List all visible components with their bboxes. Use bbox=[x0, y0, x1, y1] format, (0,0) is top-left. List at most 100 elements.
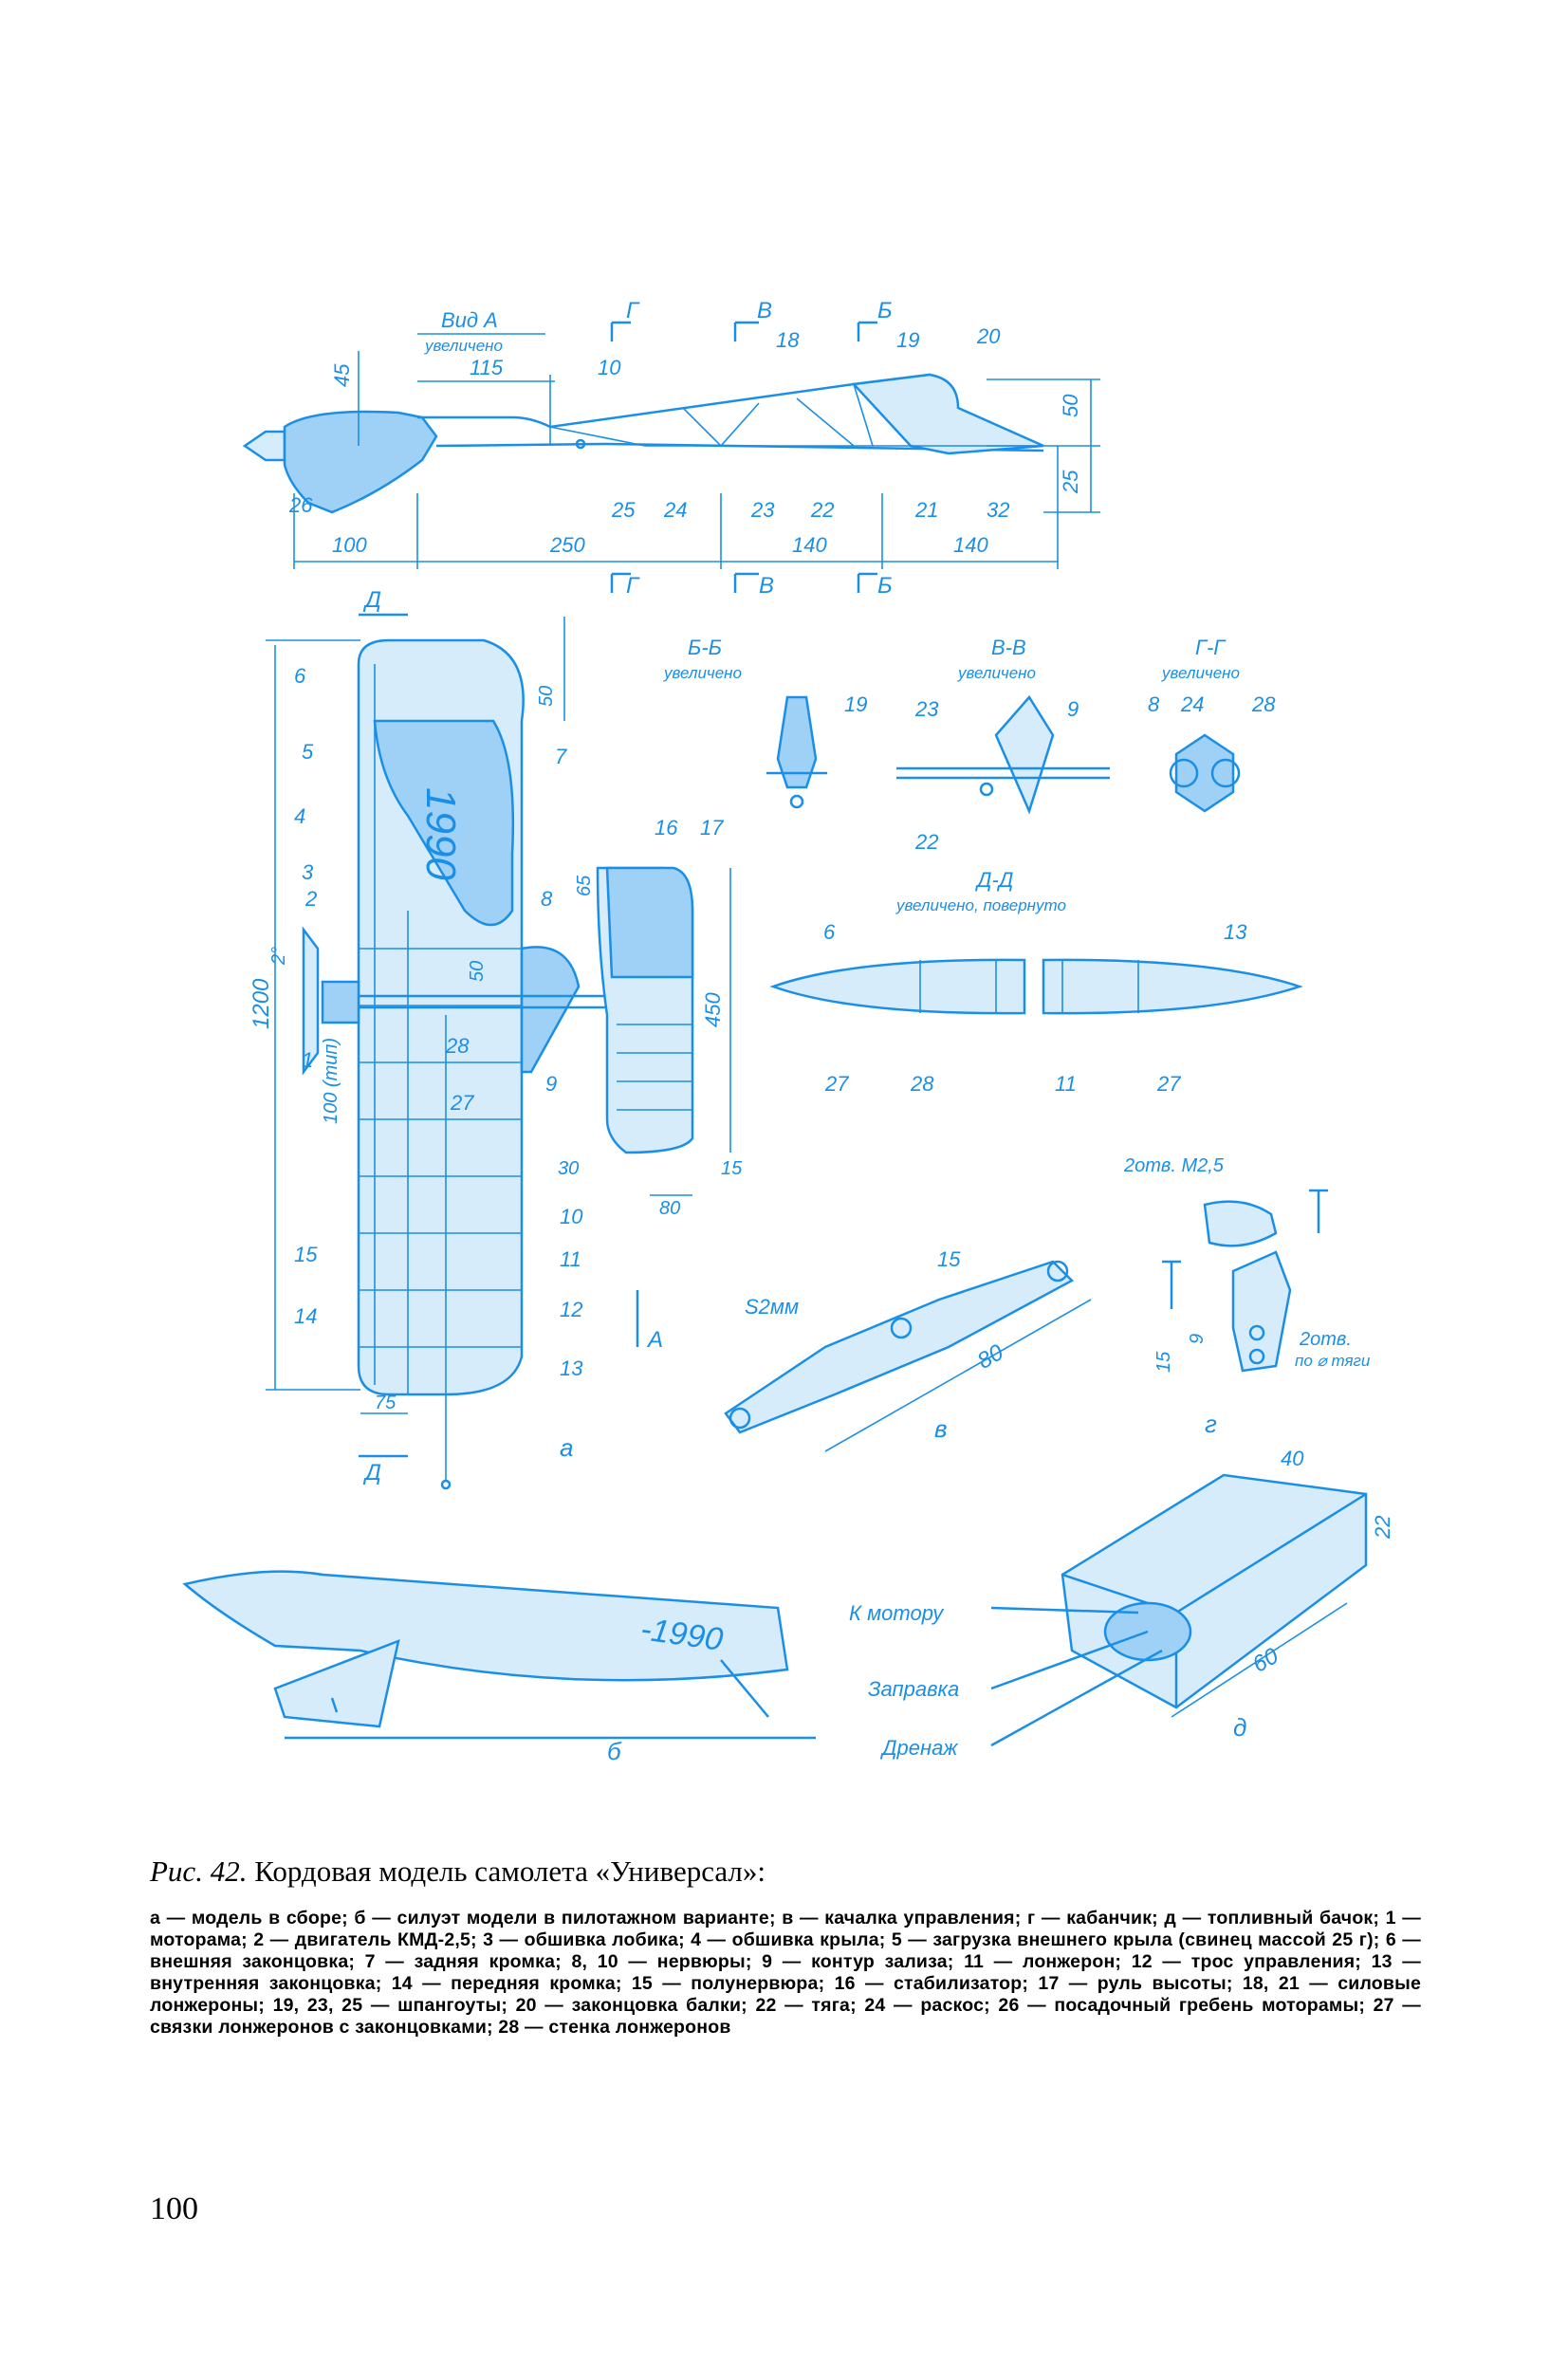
refuel-label: Заправка bbox=[868, 1677, 959, 1701]
section-gg: Г-Г увеличено 8 24 28 bbox=[1148, 636, 1276, 813]
callout-9-vv: 9 bbox=[1067, 697, 1079, 721]
sub-label-b: б bbox=[607, 1737, 622, 1765]
view-a-label: Вид А bbox=[441, 308, 498, 332]
callout-14: 14 bbox=[294, 1304, 317, 1328]
sub-label-d: д bbox=[1233, 1713, 1246, 1742]
callout-15: 15 bbox=[294, 1243, 318, 1266]
callout-16: 16 bbox=[655, 816, 678, 840]
bellcrank-drawing: S2мм 15 80 в bbox=[724, 1247, 1092, 1452]
callout-23-vv: 23 bbox=[914, 697, 939, 721]
callout-28-gg: 28 bbox=[1251, 692, 1276, 716]
sub-label-g: г bbox=[1205, 1410, 1217, 1438]
callout-8-gg: 8 bbox=[1148, 692, 1160, 716]
callout-3: 3 bbox=[302, 860, 314, 884]
callout-1: 1 bbox=[302, 1048, 313, 1072]
dim-50-side: 50 bbox=[1059, 394, 1082, 417]
section-bb-sub: увеличено bbox=[663, 664, 742, 682]
callout-6: 6 bbox=[294, 664, 306, 688]
dim-115: 115 bbox=[470, 356, 504, 379]
dim-45: 45 bbox=[330, 363, 354, 387]
callout-17: 17 bbox=[700, 816, 724, 840]
dim-10: 10 bbox=[598, 356, 621, 379]
section-vv: В-В увеличено 23 9 22 bbox=[896, 636, 1110, 854]
section-bb-label: Б-Б bbox=[688, 636, 722, 659]
callout-27-dd-b: 27 bbox=[1156, 1072, 1181, 1096]
callout-26: 26 bbox=[288, 493, 313, 517]
section-dd: Д-Д увеличено, повернуто 6 13 27 28 11 2… bbox=[769, 868, 1303, 1096]
dim-9: 9 bbox=[1187, 1334, 1208, 1344]
dim-80-plan: 80 bbox=[659, 1198, 680, 1219]
angle-2deg: 2° bbox=[268, 947, 289, 966]
sub-label-a: а bbox=[560, 1433, 573, 1462]
dim-100-side: 100 bbox=[332, 533, 367, 557]
callout-13-dd: 13 bbox=[1224, 920, 1247, 944]
callout-9: 9 bbox=[545, 1072, 557, 1096]
section-bb: Б-Б увеличено 19 bbox=[663, 636, 867, 809]
section-vv-label: В-В bbox=[991, 636, 1026, 659]
aerobatic-silhouette: -1990 б bbox=[182, 1570, 816, 1765]
marker-v-bottom: В bbox=[759, 573, 774, 599]
holes-m25-label: 2отв. М2,5 bbox=[1123, 1155, 1225, 1176]
holes-rod-label: 2отв. bbox=[1299, 1329, 1352, 1350]
dim-15-plan: 15 bbox=[721, 1158, 743, 1179]
sub-label-v: в bbox=[934, 1414, 948, 1443]
side-view-dimensions: 100 250 140 140 115 10 45 50 25 Вид А ув… bbox=[293, 298, 1100, 599]
dim-40: 40 bbox=[1281, 1447, 1304, 1470]
drain-label: Дренаж bbox=[879, 1736, 958, 1760]
callout-27-plan: 27 bbox=[450, 1091, 474, 1115]
section-dd-sub: увеличено, повернуто bbox=[895, 896, 1066, 914]
view-a-sub: увеличено bbox=[424, 337, 503, 355]
plan-view-wing bbox=[302, 638, 694, 1490]
callout-25: 25 bbox=[611, 498, 636, 522]
caption-title: Рис. 42. Кордовая модель самолета «Униве… bbox=[150, 1855, 1421, 1889]
dim-75: 75 bbox=[375, 1393, 397, 1413]
marker-g-bottom: Г bbox=[626, 573, 640, 599]
callout-4: 4 bbox=[294, 804, 305, 828]
fuel-tank-drawing: К мотору Заправка Дренаж 40 22 60 д bbox=[849, 1447, 1394, 1760]
callout-10: 10 bbox=[560, 1205, 583, 1228]
caption-title-text: Кордовая модель самолета «Универсал»: bbox=[254, 1855, 766, 1888]
callout-19-bb: 19 bbox=[844, 692, 867, 716]
dim-50-plan: 50 bbox=[536, 686, 557, 707]
plan-wing-1990: 1990 bbox=[417, 787, 464, 880]
callout-20: 20 bbox=[976, 324, 1001, 348]
dim-250-side: 250 bbox=[549, 533, 585, 557]
callout-18: 18 bbox=[776, 328, 800, 352]
callout-11-dd: 11 bbox=[1055, 1072, 1077, 1096]
callout-8: 8 bbox=[541, 887, 553, 911]
caption-prefix: Рис. 42. bbox=[150, 1855, 248, 1888]
callout-32: 32 bbox=[987, 498, 1009, 522]
side-view-fuselage bbox=[242, 373, 1044, 514]
dim-15-horn: 15 bbox=[1153, 1351, 1174, 1373]
callout-13: 13 bbox=[560, 1356, 583, 1380]
dim-80-bellcrank: 80 bbox=[973, 1339, 1008, 1375]
page-number: 100 bbox=[150, 2191, 198, 2226]
dim-450: 450 bbox=[701, 992, 725, 1027]
callout-28-dd: 28 bbox=[910, 1072, 934, 1096]
view-letter-a: А bbox=[646, 1327, 663, 1353]
callout-28-plan: 28 bbox=[445, 1034, 470, 1058]
marker-d-top: Д bbox=[362, 587, 381, 613]
callout-24: 24 bbox=[663, 498, 687, 522]
callout-27-dd-a: 27 bbox=[824, 1072, 849, 1096]
callout-11: 11 bbox=[560, 1247, 581, 1271]
callout-22: 22 bbox=[810, 498, 834, 522]
callout-24-gg: 24 bbox=[1180, 692, 1204, 716]
callout-12: 12 bbox=[560, 1298, 582, 1321]
callout-6-dd: 6 bbox=[823, 920, 836, 944]
marker-v-top: В bbox=[757, 298, 772, 323]
dim-140-a: 140 bbox=[792, 533, 827, 557]
callout-5: 5 bbox=[302, 740, 314, 764]
figure-caption: Рис. 42. Кордовая модель самолета «Униве… bbox=[150, 1855, 1421, 2039]
marker-g-top: Г bbox=[626, 298, 640, 323]
callout-22-vv: 22 bbox=[914, 830, 938, 854]
dim-100-pitch: 100 (тип) bbox=[321, 1038, 341, 1124]
to-motor-label: К мотору bbox=[849, 1601, 945, 1625]
dim-22: 22 bbox=[1371, 1516, 1394, 1540]
dim-25-side: 25 bbox=[1059, 470, 1082, 494]
section-gg-sub: увеличено bbox=[1161, 664, 1240, 682]
section-vv-sub: увеличено bbox=[957, 664, 1036, 682]
dim-30: 30 bbox=[558, 1158, 579, 1179]
dim-50-mid: 50 bbox=[467, 961, 488, 982]
dim-15-bellcrank: 15 bbox=[937, 1247, 961, 1271]
